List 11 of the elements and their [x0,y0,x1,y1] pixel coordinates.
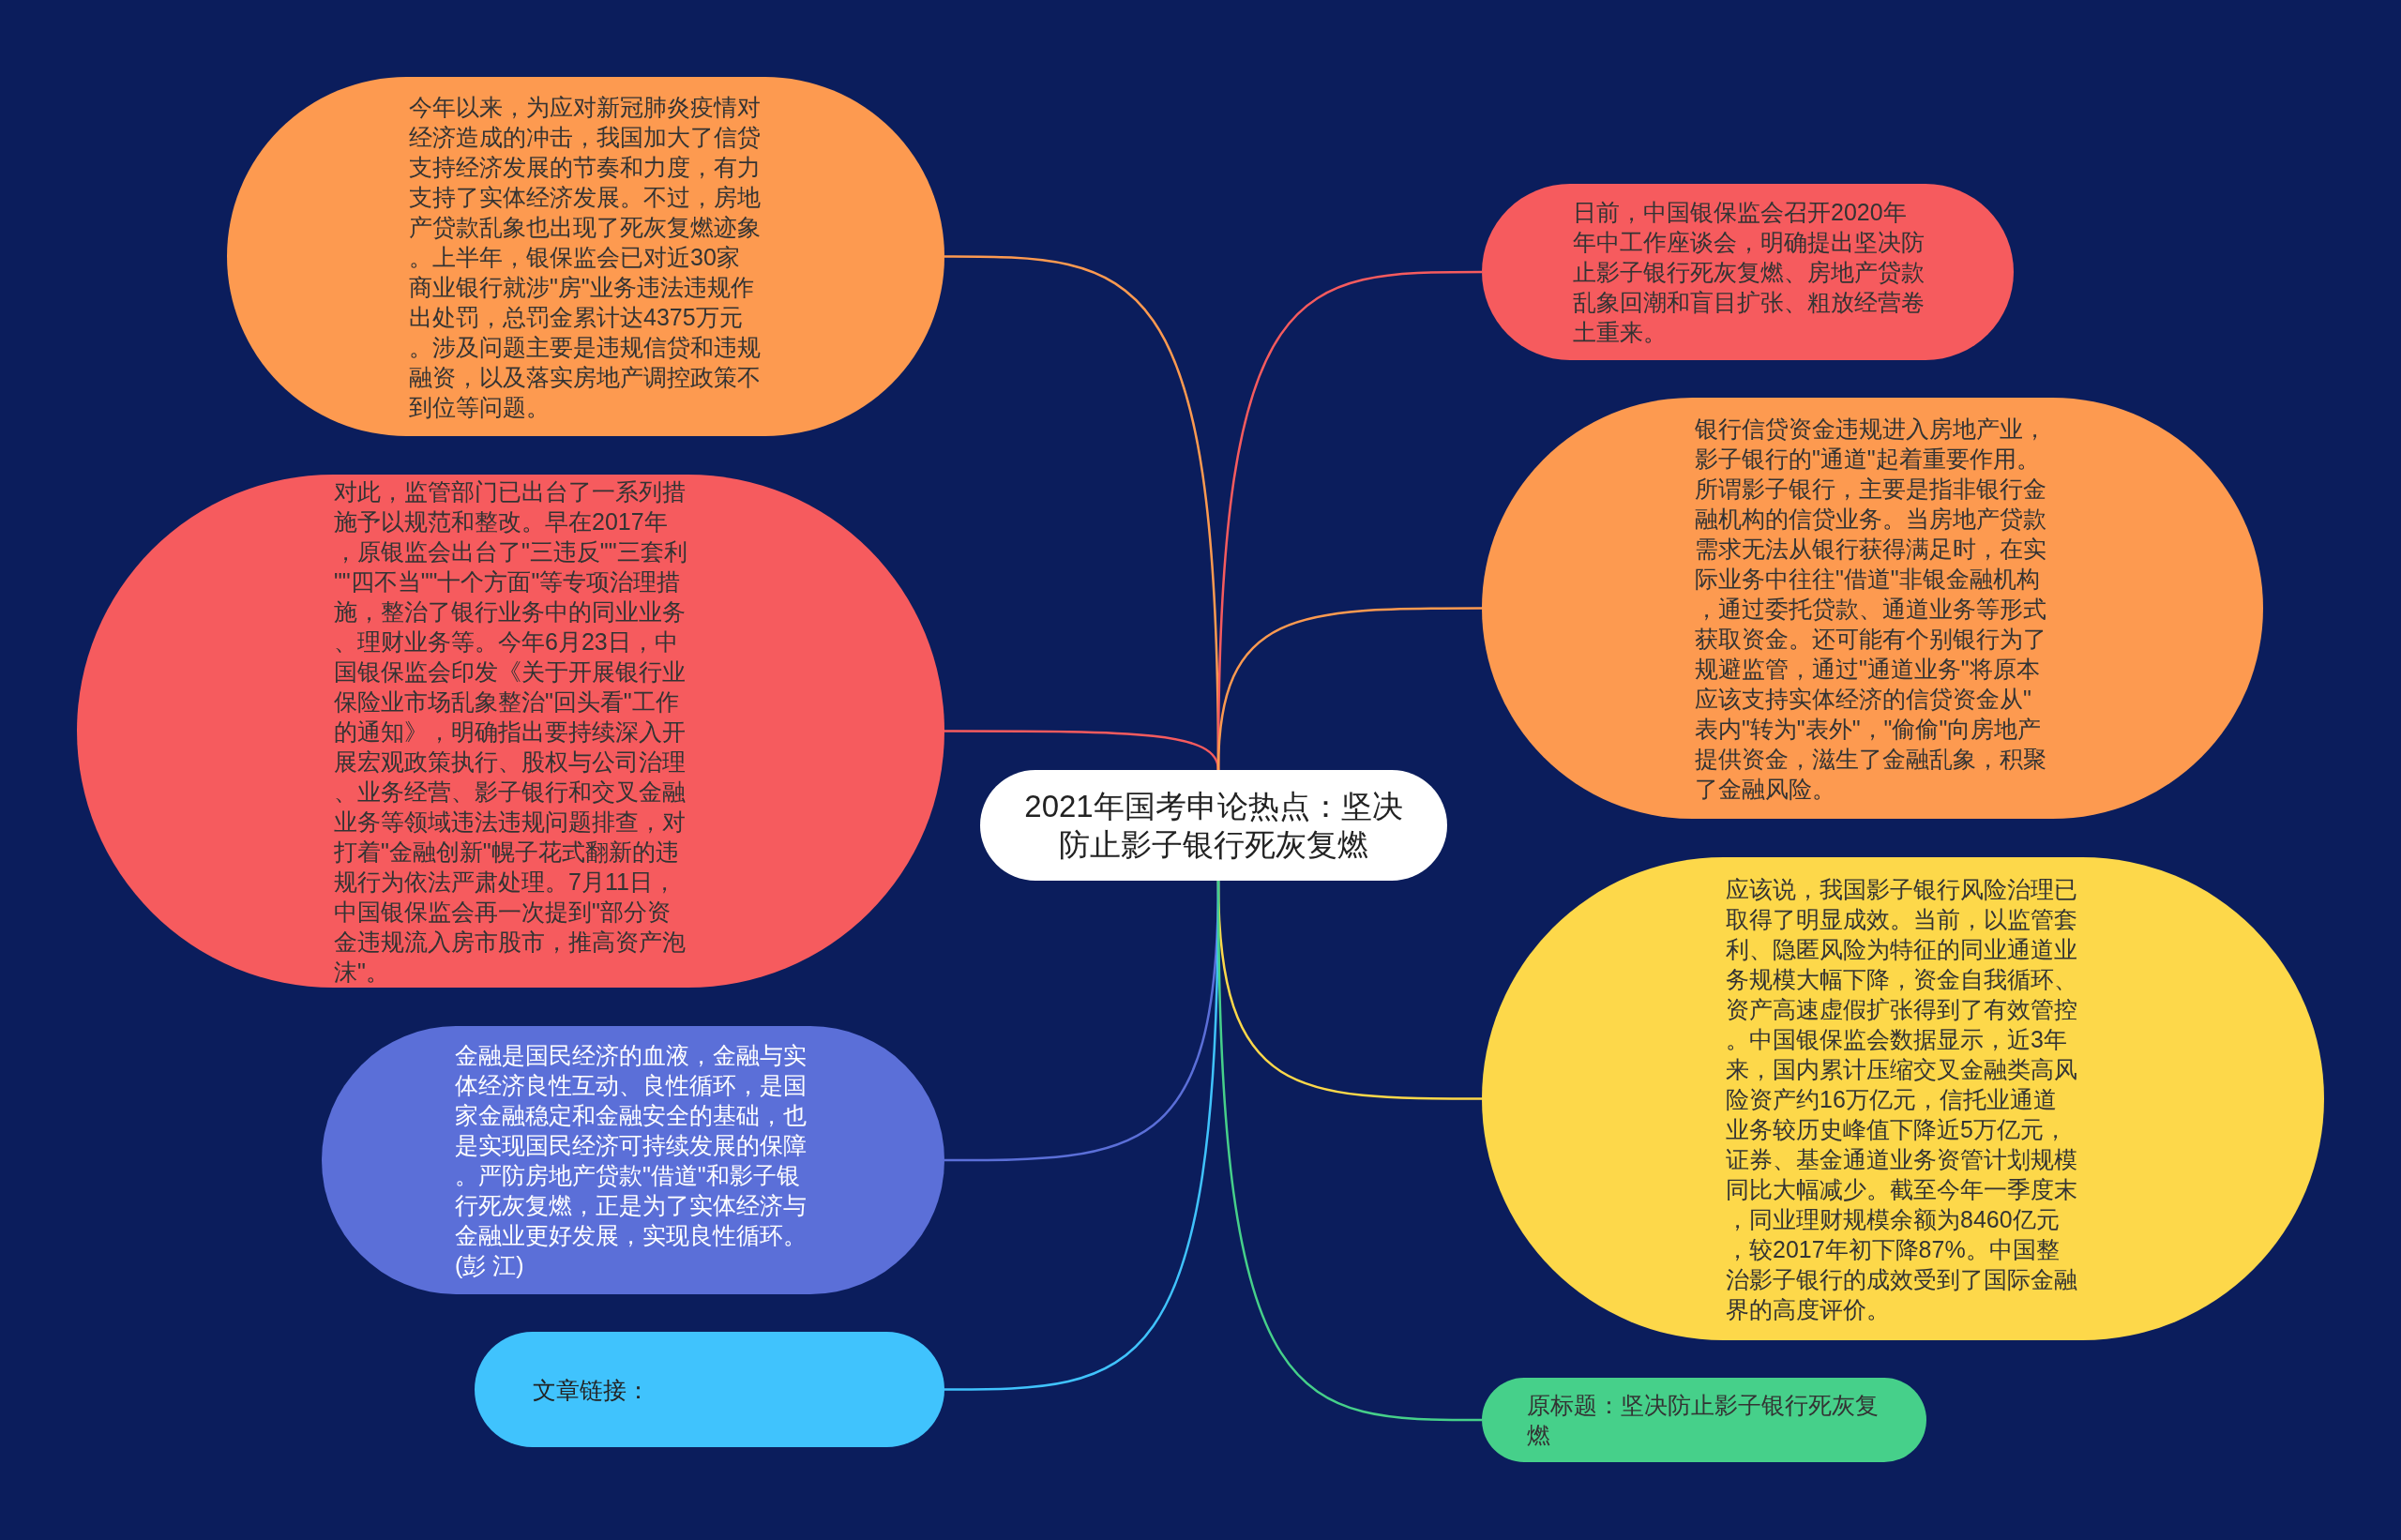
note-text: 今年以来，为应对新冠肺炎疫情对经济造成的冲击，我国加大了信贷支持经济发展的节奏和力度，有力支持了实体经济发展。不过，房地产贷款乱象也出现了死灰复燃迹象。上半年，银保监会已对近30家商业银行就涉"房"业务违法违规作出处罚，总罚金累计达4375万元。涉及问题主要是违规信贷和违规融资，以及落实房地产调控政策不到位等问题。 [409,92,762,422]
note-text: 银行信贷资金违规进入房地产业，影子银行的"通道"起着重要作用。所谓影子银行，主要是指非银行金融机构的信贷业务。当房地产贷款需求无法从银行获得满足时，在实际业务中往往"借道"非银金融机构，通过委托贷款、通道业务等形式获取资金。还可能有个别银行为了规避监管，通过"通道业务"将原本应该支持实体经济的信贷资金从"表内"转为"表外"，"偷偷"向房地产提供资金，滋生了金融乱象，积聚了金融风险。 [1695,414,2047,804]
connector-line [1216,881,1482,1422]
note-text: 日前，中国银保监会召开2020年年中工作座谈会，明确提出坚决防止影子银行死灰复燃、房地产贷款乱象回潮和盲目扩张、粗放经营卷土重来。 [1573,198,1925,347]
note-text: 应该说，我国影子银行风险治理已取得了明显成效。当前，以监管套利、隐匿风险为特征的同业通道业务规模大幅下降，资金自我循环、资产高速虚假扩张得到了有效管控。中国银保监会数据显示，近3年来，国内累计压缩交叉金融类高风险资产约16万亿元，信托业通道业务较历史峰值下降近5万亿元，证券、基金通道业务资管计划规模同比大幅减少。截至今年一季度末，同业理财规模余额为8460亿元，较2017年初下降87%。中国整治影子银行的成效受到了国际金融界的高度评价。 [1726,874,2078,1324]
topic-title: 2021年国考申论热点：坚决防止影子银行死灰复燃 [1023,788,1404,864]
note-text: 金融是国民经济的血液，金融与实体经济良性互动、良性循环，是国家金融稳定和金融安全的基础，也是实现国民经济可持续发展的保障。严防房地产贷款"借道"和影子银行死灰复燃，正是为了实体经济与金融业更好发展，实现良性循环。(彭 江) [455,1041,808,1280]
note-text: 对此，监管部门已出台了一系列措施予以规范和整改。早在2017年，原银监会出台了"三违反""三套利""四不当""十个方面"等专项治理措施，整治了银行业务中的同业业务、理财业务等。今年6月23日，中国银保监会印发《关于开展银行业保险业市场乱象整治"回头看"工作的通知》，明确指出要持续深入开展宏观政策执行、股权与公司治理、业务经营、影子银行和交叉金融业务等领域违法违规问题排查，对打着"金融创新"幌子花式翻新的违规行为依法严肃处理。7月11日，中国银保监会再一次提到"部分资金违规流入房市股市，推高资产泡沫"。 [334,476,687,987]
note-text: 文章链接： [533,1375,651,1405]
note-text: 原标题：坚决防止影子银行死灰复燃 [1527,1391,1880,1450]
connector-line [1216,607,1482,771]
